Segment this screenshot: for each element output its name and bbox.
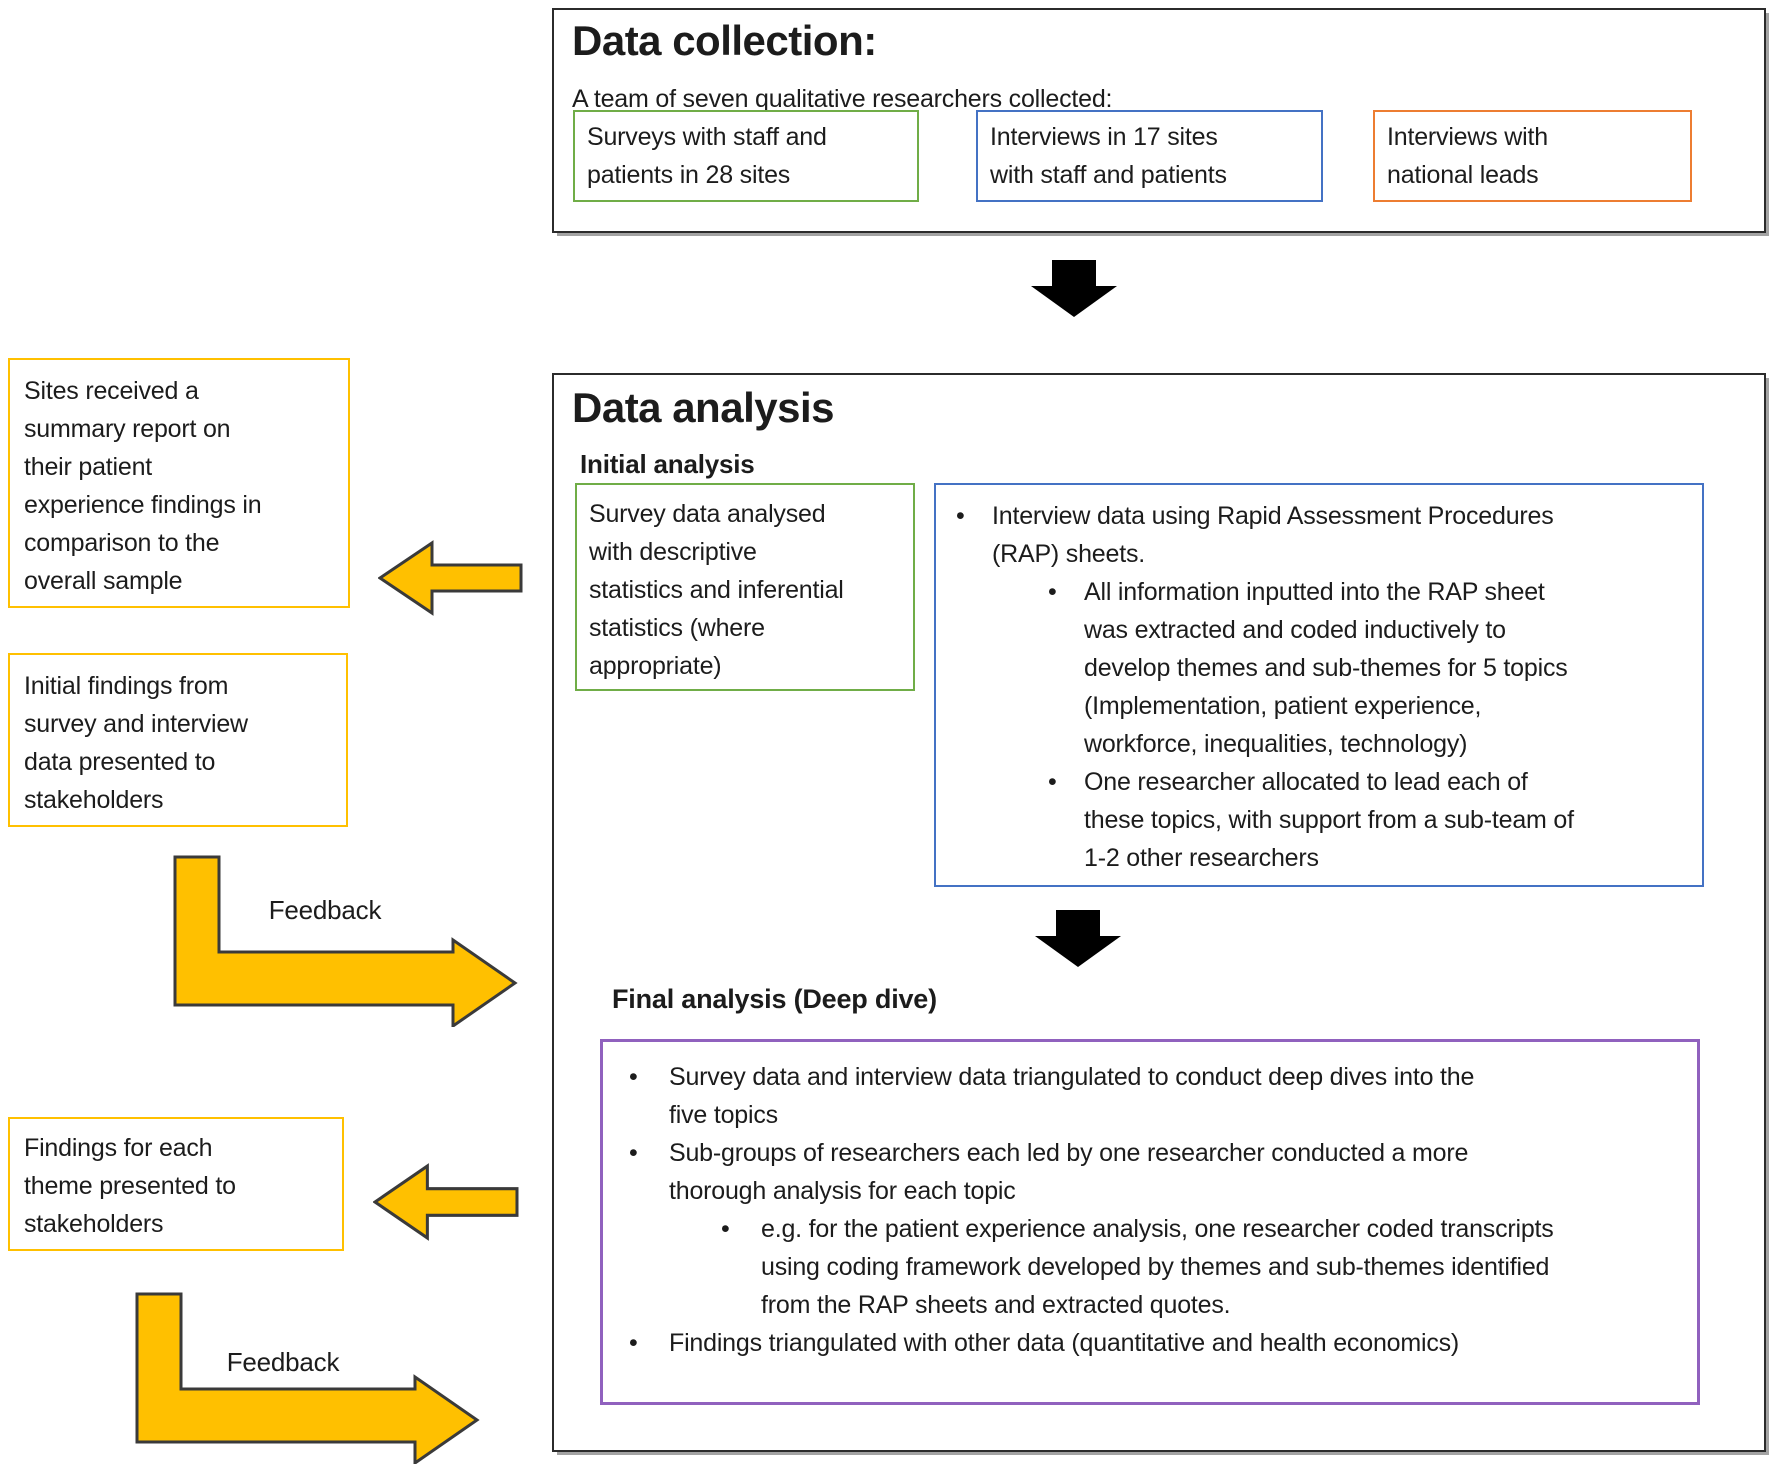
down-arrow-icon xyxy=(1031,260,1117,317)
theme-findings-box: Findings for each theme presented to sta… xyxy=(8,1117,344,1251)
bullet-icon: • xyxy=(629,1063,638,1091)
list-item: • Survey data and interview data triangu… xyxy=(623,1058,1677,1134)
feedback-elbow-arrow-icon xyxy=(173,855,518,1027)
data-collection-subtitle: A team of seven qualitative researchers … xyxy=(572,85,1113,113)
bullet-icon: • xyxy=(1048,578,1057,606)
bullet-text: Sub-groups of researchers each led by on… xyxy=(669,1139,1469,1205)
summary-report-box: Sites received a summary report on their… xyxy=(8,358,350,608)
left-arrow-icon xyxy=(373,1163,519,1241)
list-item: • Interview data using Rapid Assessment … xyxy=(952,497,1692,573)
interview-analysis-box: • Interview data using Rapid Assessment … xyxy=(934,483,1704,887)
bullet-icon: • xyxy=(629,1139,638,1167)
bullet-text: e.g. for the patient experience analysis… xyxy=(761,1215,1554,1319)
sub-list: • e.g. for the patient experience analys… xyxy=(715,1210,1677,1324)
interviews-leads-box: Interviews with national leads xyxy=(1373,110,1692,202)
bullet-icon: • xyxy=(956,502,965,530)
feedback-label: Feedback xyxy=(268,895,382,925)
list-item: • One researcher allocated to lead each … xyxy=(1044,763,1692,877)
bullet-icon: • xyxy=(721,1215,730,1243)
list-item: • e.g. for the patient experience analys… xyxy=(715,1210,1677,1324)
initial-analysis-heading: Initial analysis xyxy=(580,449,755,479)
initial-findings-box: Initial findings from survey and intervi… xyxy=(8,653,348,827)
data-collection-title: Data collection: xyxy=(572,17,877,64)
data-analysis-section: Data analysis Initial analysis Survey da… xyxy=(552,373,1766,1452)
bullet-icon: • xyxy=(629,1329,638,1357)
left-arrow-icon xyxy=(378,540,523,616)
bullet-text: Findings triangulated with other data (q… xyxy=(669,1329,1460,1357)
sub-list: • All information inputted into the RAP … xyxy=(1044,573,1692,877)
feedback-elbow-arrow-icon xyxy=(135,1292,480,1464)
down-arrow-icon xyxy=(1035,910,1121,967)
bullet-text: One researcher allocated to lead each of… xyxy=(1084,768,1574,872)
surveys-box: Surveys with staff and patients in 28 si… xyxy=(573,110,919,202)
bullet-icon: • xyxy=(1048,768,1057,796)
data-analysis-title: Data analysis xyxy=(572,384,835,431)
list-item: • Findings triangulated with other data … xyxy=(623,1324,1677,1362)
final-analysis-heading: Final analysis (Deep dive) xyxy=(612,984,937,1014)
list-item: • All information inputted into the RAP … xyxy=(1044,573,1692,763)
interviews-sites-box: Interviews in 17 sites with staff and pa… xyxy=(976,110,1323,202)
deep-dive-box: • Survey data and interview data triangu… xyxy=(600,1039,1700,1405)
bullet-text: Survey data and interview data triangula… xyxy=(669,1063,1475,1129)
list-item: • Sub-groups of researchers each led by … xyxy=(623,1134,1677,1210)
data-collection-section: Data collection: A team of seven qualita… xyxy=(552,8,1766,233)
bullet-text: All information inputted into the RAP sh… xyxy=(1084,578,1568,758)
feedback-label: Feedback xyxy=(226,1347,340,1377)
survey-analysis-box: Survey data analysed with descriptive st… xyxy=(575,483,915,691)
bullet-text: Interview data using Rapid Assessment Pr… xyxy=(992,502,1554,568)
